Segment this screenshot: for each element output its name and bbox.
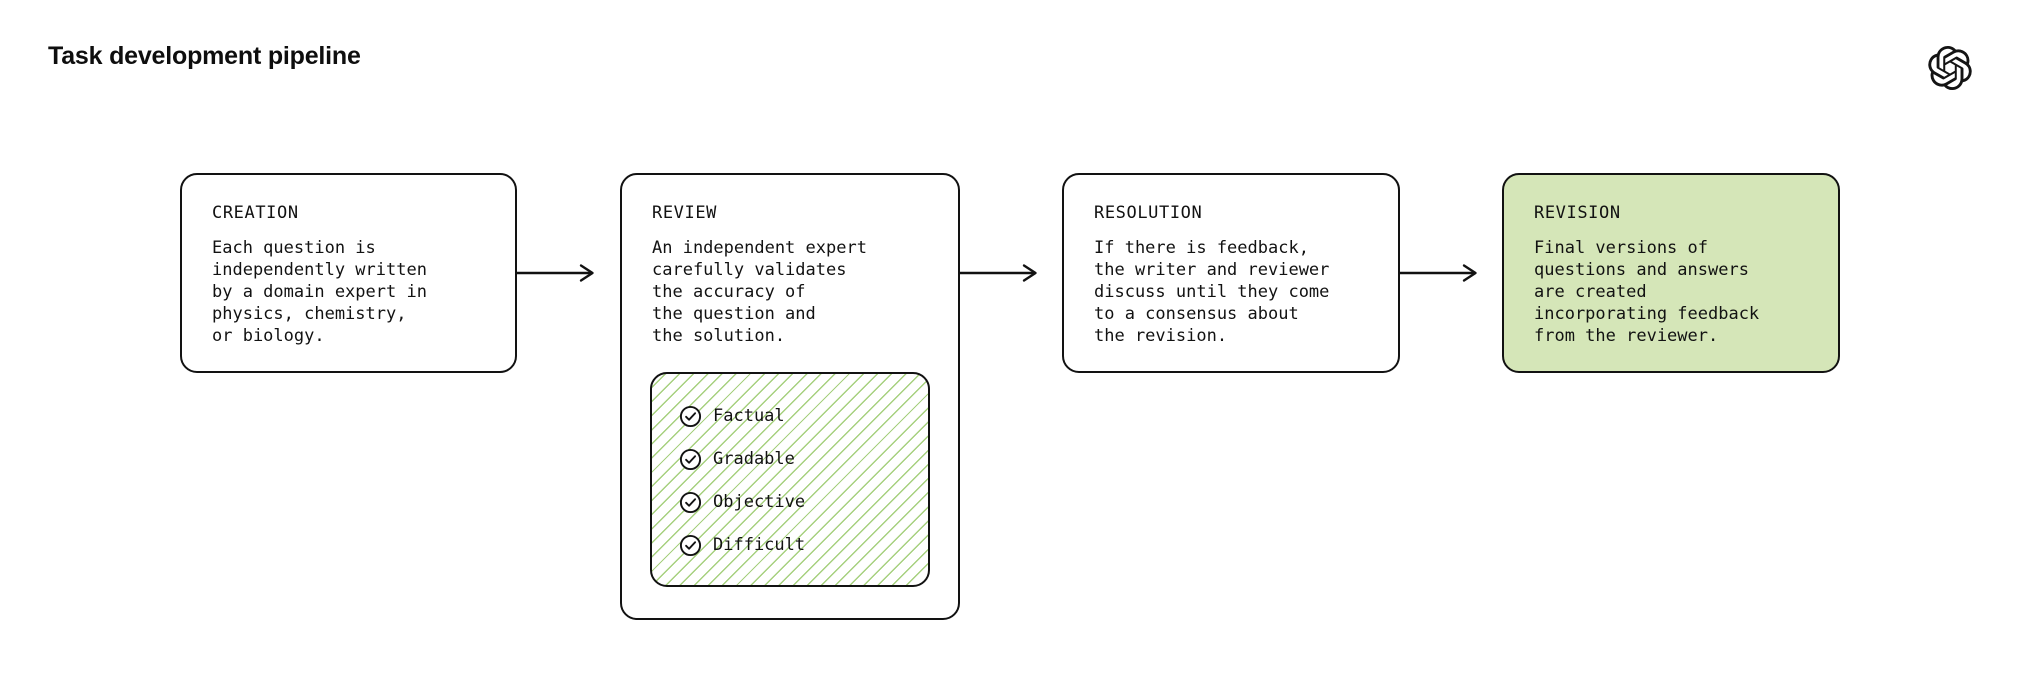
stage-card-resolution: RESOLUTION If there is feedback, the wri… [1062, 173, 1400, 373]
review-criteria-checklist: Factual Gradable Objective [650, 372, 930, 587]
check-circle-icon [679, 448, 702, 470]
checklist-item-label: Difficult [713, 535, 806, 555]
checklist-item-label: Objective [713, 492, 806, 512]
stage-description: An independent expert carefully validate… [652, 238, 867, 346]
stage-card-review: REVIEW An independent expert carefully v… [620, 173, 960, 620]
checklist-item-label: Gradable [713, 449, 795, 469]
checklist-item-factual: Factual [679, 404, 928, 428]
stage-heading: CREATION [212, 203, 299, 223]
check-circle-icon [679, 405, 702, 427]
stage-card-creation: CREATION Each question is independently … [180, 173, 517, 373]
checklist-item-difficult: Difficult [679, 533, 928, 557]
stage-heading: REVIEW [652, 203, 718, 223]
stage-description: Final versions of questions and answers … [1534, 238, 1760, 346]
stage-heading: REVISION [1534, 203, 1621, 223]
openai-logo-icon [1928, 46, 1972, 90]
stage-card-revision: REVISION Final versions of questions and… [1502, 173, 1840, 373]
checklist-item-objective: Objective [679, 490, 928, 514]
checklist-item-gradable: Gradable [679, 447, 928, 471]
stage-heading: RESOLUTION [1094, 203, 1203, 223]
stage-description: If there is feedback, the writer and rev… [1094, 238, 1330, 346]
stage-description: Each question is independently written b… [212, 238, 427, 346]
arrow-right-icon [959, 264, 1037, 282]
checklist-item-label: Factual [713, 406, 785, 426]
arrow-right-icon [516, 264, 594, 282]
page-title: Task development pipeline [48, 42, 361, 70]
check-circle-icon [679, 491, 702, 513]
check-circle-icon [679, 534, 702, 556]
arrow-right-icon [1399, 264, 1477, 282]
